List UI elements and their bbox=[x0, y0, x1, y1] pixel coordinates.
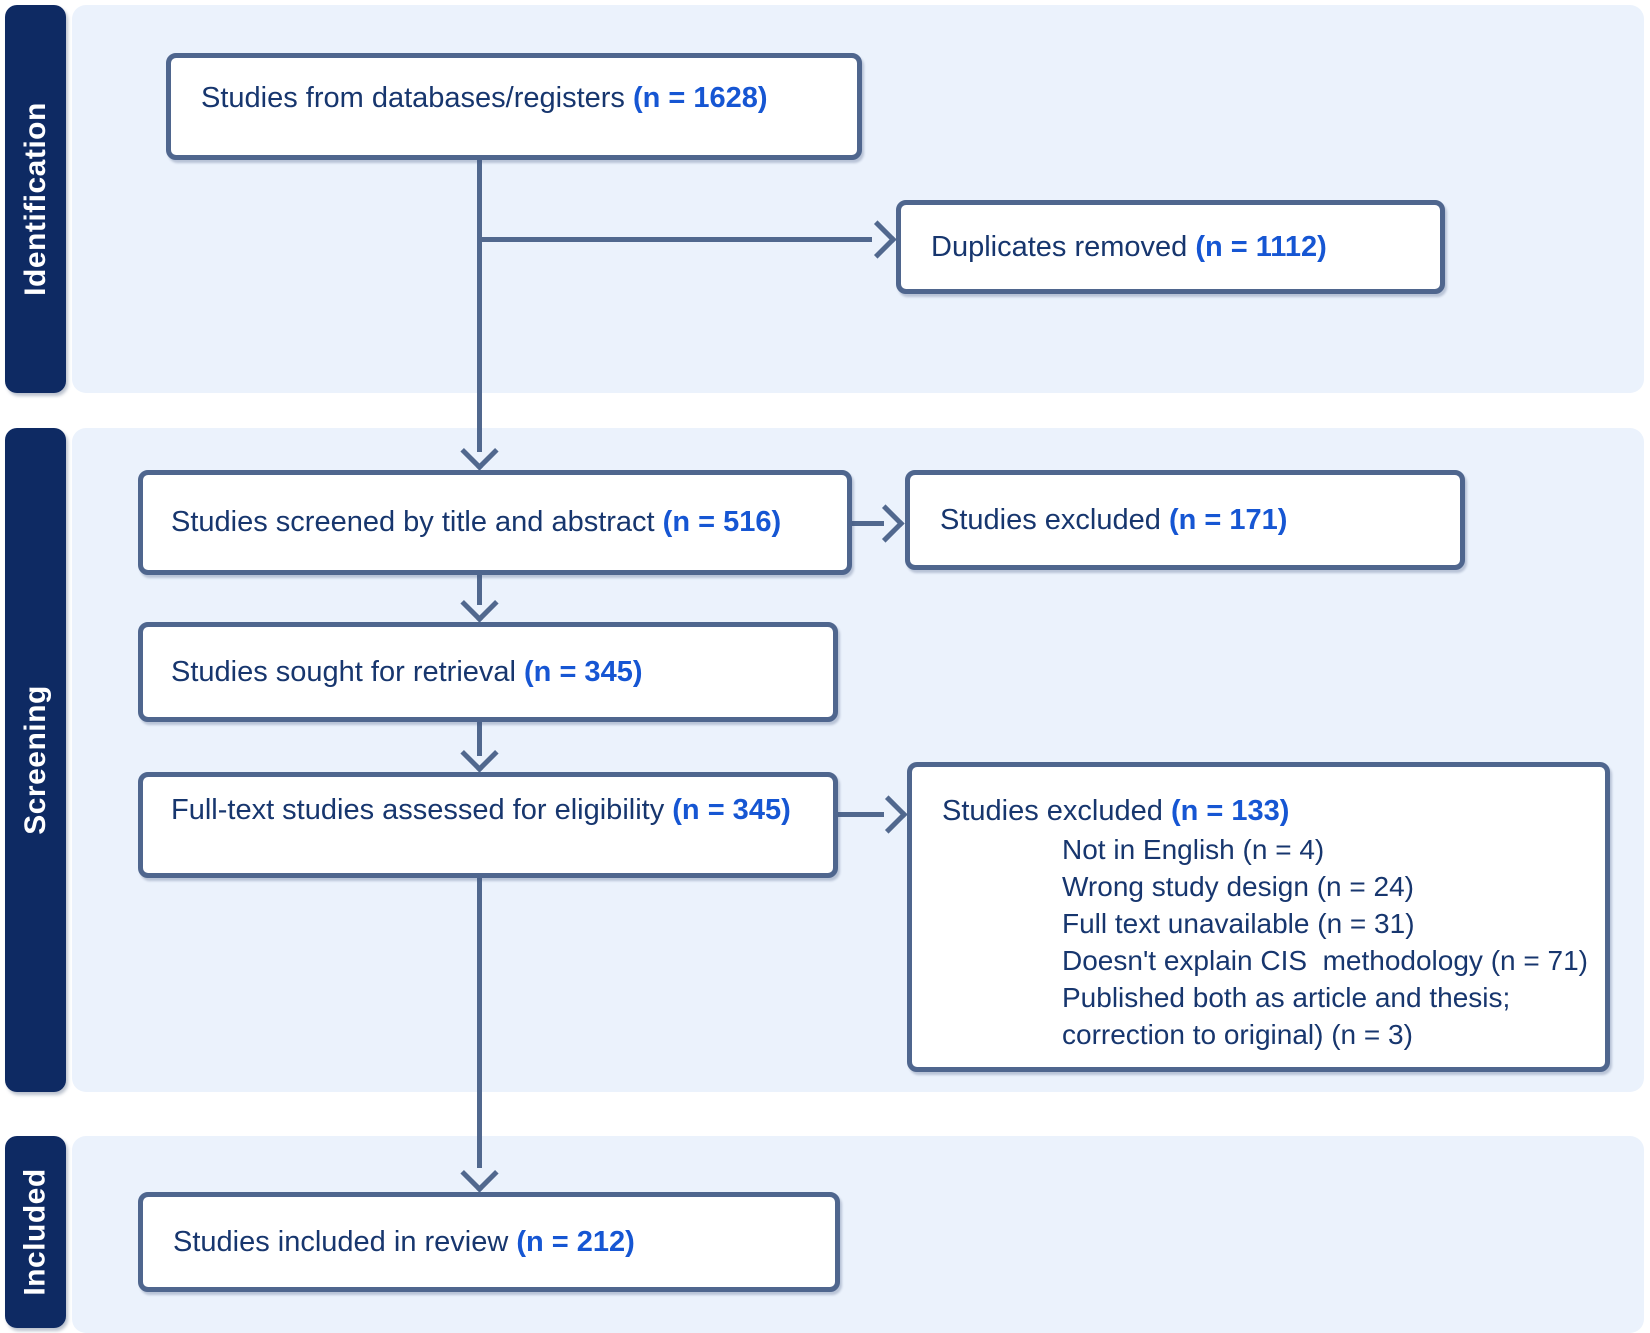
stage-label-identification-text: Identification bbox=[18, 102, 52, 296]
box-studies-excluded-eligibility-count: (n = 133) bbox=[1170, 795, 1290, 827]
box-studies-screened-count: (n = 516) bbox=[662, 506, 782, 538]
stage-label-screening-text: Screening bbox=[18, 685, 52, 835]
box-studies-excluded-eligibility: Studies excluded (n = 133) Not in Englis… bbox=[907, 762, 1610, 1072]
box-studies-from-databases-label: Studies from databases/registers bbox=[201, 82, 633, 114]
box-studies-sought: Studies sought for retrieval (n = 345) bbox=[138, 622, 838, 722]
box-studies-included-count: (n = 212) bbox=[516, 1225, 635, 1258]
stage-label-included: Included bbox=[5, 1136, 66, 1328]
box-studies-included: Studies included in review (n = 212) bbox=[138, 1192, 840, 1292]
box-fulltext-assessed-count: (n = 345) bbox=[672, 794, 791, 826]
connector-databases-to-screened bbox=[477, 160, 482, 452]
box-fulltext-assessed: Full-text studies assessed for eligibili… bbox=[138, 772, 838, 878]
box-duplicates-removed-count: (n = 1112) bbox=[1195, 230, 1327, 263]
box-studies-excluded-eligibility-label: Studies excluded bbox=[942, 795, 1171, 827]
box-studies-from-databases: Studies from databases/registers (n = 16… bbox=[166, 53, 862, 160]
connector-databases-to-duplicates bbox=[477, 237, 872, 242]
stage-label-included-text: Included bbox=[18, 1168, 52, 1296]
stage-label-identification: Identification bbox=[5, 5, 66, 393]
stage-label-screening: Screening bbox=[5, 428, 66, 1092]
exclusion-reason: Not in English (n = 4) bbox=[1062, 834, 1325, 865]
box-studies-sought-label: Studies sought for retrieval bbox=[171, 655, 525, 688]
box-studies-sought-count: (n = 345) bbox=[524, 655, 643, 688]
box-studies-screened: Studies screened by title and abstract (… bbox=[138, 470, 852, 575]
box-studies-excluded-screening-count: (n = 171) bbox=[1168, 503, 1288, 536]
exclusion-reason: Published both as article and thesis; co… bbox=[1062, 982, 1511, 1050]
exclusion-reason: Wrong study design (n = 24) bbox=[1062, 871, 1415, 902]
box-duplicates-removed: Duplicates removed (n = 1112) bbox=[896, 200, 1445, 294]
connector-screened-to-sought bbox=[477, 575, 482, 605]
connector-fulltext-to-excluded bbox=[838, 812, 884, 817]
box-studies-excluded-screening-label: Studies excluded bbox=[940, 503, 1169, 536]
box-fulltext-assessed-label: Full-text studies assessed for eligibili… bbox=[171, 794, 673, 826]
box-studies-screened-label: Studies screened by title and abstract bbox=[171, 506, 663, 538]
exclusion-reason: Doesn't explain CIS methodology (n = 71) bbox=[1062, 945, 1588, 976]
box-studies-excluded-screening: Studies excluded (n = 171) bbox=[905, 470, 1465, 570]
exclusion-reasons-list: Not in English (n = 4) Wrong study desig… bbox=[1062, 831, 1588, 1053]
box-studies-from-databases-count: (n = 1628) bbox=[632, 82, 768, 114]
connector-fulltext-to-included bbox=[477, 878, 482, 1168]
exclusion-reason: Full text unavailable (n = 31) bbox=[1062, 908, 1415, 939]
box-duplicates-removed-label: Duplicates removed bbox=[931, 230, 1196, 263]
connector-screened-to-excluded bbox=[852, 521, 884, 526]
box-studies-included-label: Studies included in review bbox=[173, 1225, 517, 1258]
connector-sought-to-fulltext bbox=[477, 722, 482, 756]
box-studies-excluded-eligibility-title: Studies excluded (n = 133) bbox=[942, 791, 1585, 831]
